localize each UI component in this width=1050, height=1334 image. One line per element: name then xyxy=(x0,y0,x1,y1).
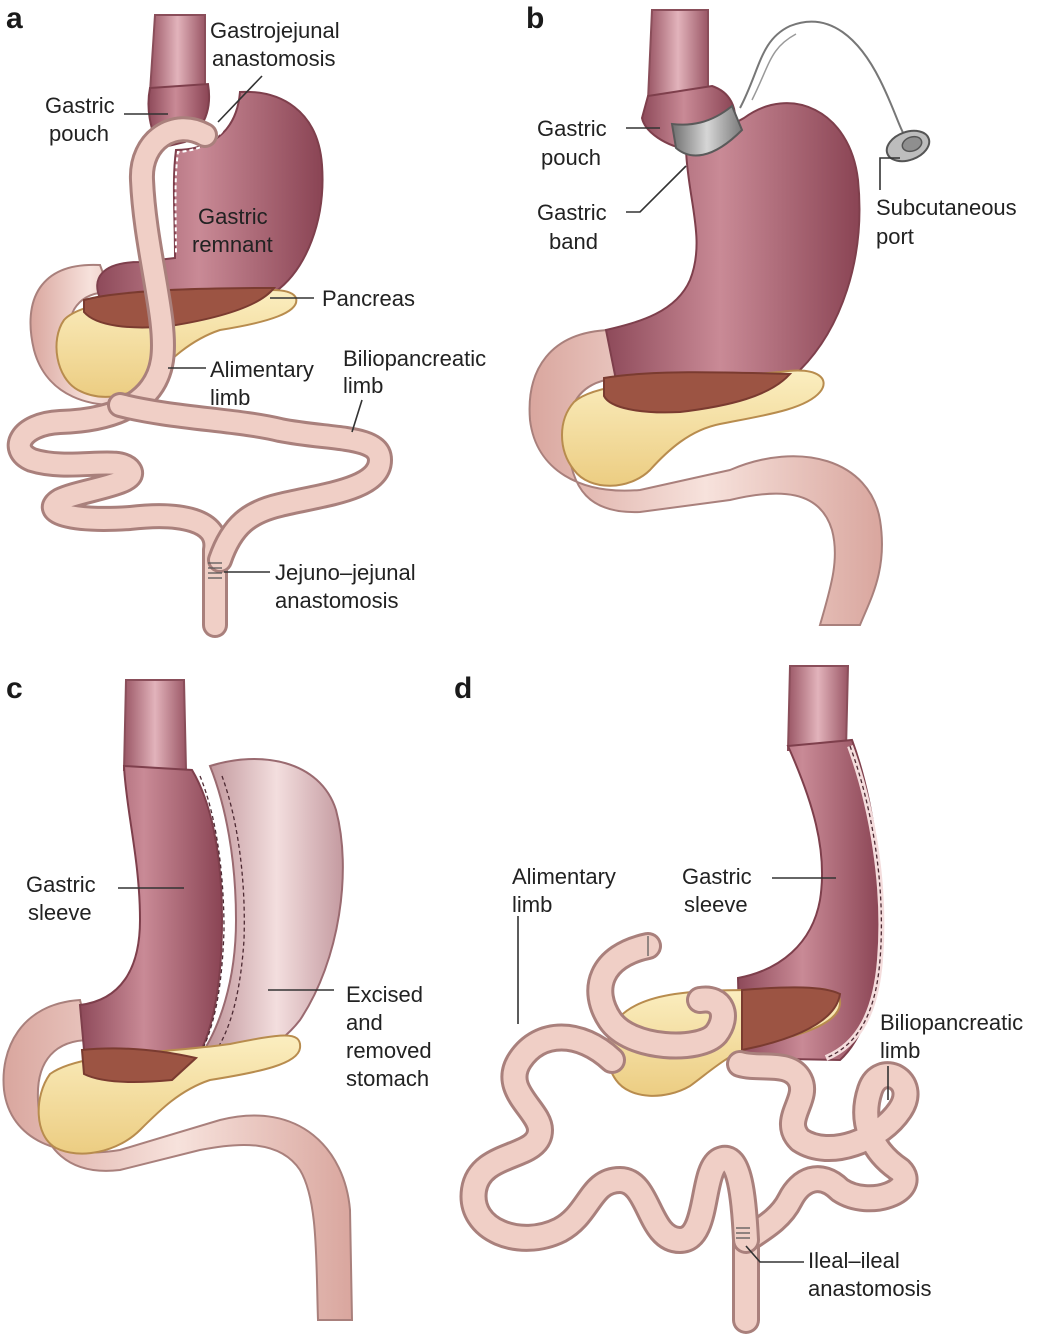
panel-b: b Gastric pouch Gastric band xyxy=(526,2,1023,626)
leader-biliopancreatic-a xyxy=(351,399,363,433)
panel-letter-b: b xyxy=(526,2,544,35)
stomach-body-b xyxy=(604,102,861,406)
subcutaneous-port xyxy=(885,129,931,163)
panel-letter-d: d xyxy=(454,672,472,705)
label-alimentary-limb-d: Alimentary limb xyxy=(512,864,622,917)
sleeve-staple-line-d xyxy=(825,745,883,1059)
label-gastrojejunal-anastomosis: Gastrojejunal anastomosis xyxy=(210,18,346,71)
alimentary-limb-d xyxy=(586,932,737,1060)
label-gastric-pouch-b: Gastric pouch xyxy=(537,116,613,170)
esophagus xyxy=(148,14,206,94)
label-alimentary-limb-a: Alimentary limb xyxy=(210,357,320,410)
panel-letter-a: a xyxy=(6,2,23,35)
label-ileal-ileal-anastomosis: Ileal–ileal anastomosis xyxy=(808,1248,932,1301)
label-excised-stomach: Excised and removed stomach xyxy=(346,982,438,1091)
label-gastric-pouch-a: Gastric pouch xyxy=(45,93,121,146)
esophagus-b xyxy=(646,9,709,102)
label-subcutaneous-port: Subcutaneous port xyxy=(876,195,1023,249)
label-gastric-sleeve-d: Gastric sleeve xyxy=(682,864,758,917)
panel-a: a Gastric p xyxy=(6,2,492,638)
pancreas-under-sleeve-d xyxy=(741,986,842,1052)
gastric-sleeve-c xyxy=(78,764,224,1074)
remnant-staple-line xyxy=(174,91,237,256)
ileal-ileal-staples xyxy=(736,1227,750,1239)
band-tubing-inner xyxy=(751,33,797,101)
jejuno-jejunal-staples xyxy=(208,562,222,579)
pouch-staple-line xyxy=(181,83,215,151)
leader-ileal-ileal xyxy=(745,1245,804,1263)
pancreas-under-stomach-b xyxy=(603,371,793,414)
gastric-remnant xyxy=(96,90,324,300)
band-tubing xyxy=(739,20,907,139)
pancreas-under-sleeve-c xyxy=(80,1047,199,1083)
panel-c: c Gastric sleeve Excised and removed sto… xyxy=(2,672,438,1321)
label-gastric-remnant: Gastric remnant xyxy=(192,204,274,257)
duodenum-b xyxy=(528,328,883,626)
label-biliopancreatic-limb-d: Biliopancreatic limb xyxy=(880,1010,1029,1063)
panel-letter-c: c xyxy=(6,672,23,705)
label-gastric-sleeve-c: Gastric sleeve xyxy=(26,872,102,925)
esophagus-d xyxy=(786,665,850,751)
common-channel-loops-d xyxy=(459,1023,760,1254)
label-biliopancreatic-limb-a: Biliopancreatic limb xyxy=(343,346,492,398)
panel-d: d Alimentary li xyxy=(454,665,1029,1334)
biliopancreatic-limb-a xyxy=(107,392,393,573)
excised-staple-line xyxy=(205,775,245,1065)
sleeve-staple-line xyxy=(197,775,225,1059)
label-gastric-band: Gastric band xyxy=(537,200,613,254)
leader-gastric-band xyxy=(626,165,687,213)
leader-gastrojejunal xyxy=(217,75,263,123)
esophagus-c xyxy=(122,679,188,771)
gastric-band xyxy=(670,104,744,157)
leader-subcutaneous-port xyxy=(879,157,900,190)
label-jejuno-jejunal-anastomosis: Jejuno–jejunal anastomosis xyxy=(275,560,422,613)
intestine-loops-d xyxy=(726,1050,920,1334)
label-pancreas: Pancreas xyxy=(322,286,415,311)
alimentary-limb-a xyxy=(6,116,229,638)
